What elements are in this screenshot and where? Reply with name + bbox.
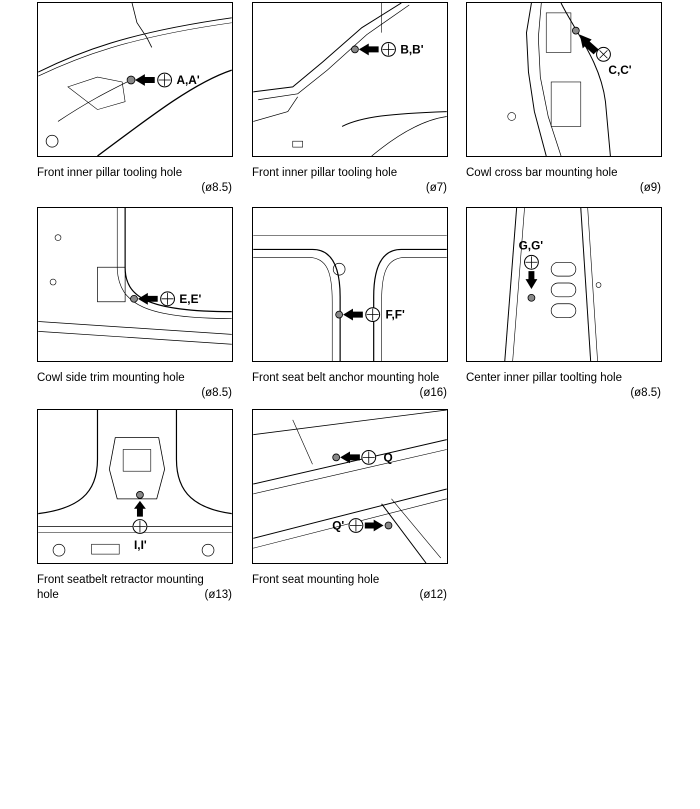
caption-e: Cowl side trim mounting hole <box>37 372 185 384</box>
label-q: Q <box>384 450 393 464</box>
caption-g: Center inner pillar toolting hole <box>466 372 622 384</box>
caption-c: Cowl cross bar mounting hole <box>466 167 618 179</box>
diameter-b: (ø7) <box>425 182 447 194</box>
diagram-i: I,I' <box>37 409 233 564</box>
diameter-i: (ø13) <box>204 589 232 601</box>
label-i: I,I' <box>134 538 147 552</box>
label-a: A,A' <box>176 73 199 87</box>
caption-i-line2: hole <box>37 589 59 601</box>
label-c: C,C' <box>608 63 631 77</box>
diameter-c: (ø9) <box>639 182 661 194</box>
label-q-prime: Q' <box>332 518 344 532</box>
diameter-g: (ø8.5) <box>630 387 661 399</box>
retractor-drawing-i: I,I' <box>38 410 232 557</box>
cowl-drawing-e: E,E' <box>38 208 232 345</box>
diameter-e: (ø8.5) <box>201 387 232 399</box>
diagram-f: F,F' <box>252 207 448 362</box>
pillar-drawing-b: B,B' <box>253 3 447 156</box>
label-g: G,G' <box>519 238 544 252</box>
diagram-g: G,G' <box>466 207 662 362</box>
label-b: B,B' <box>400 42 423 56</box>
diameter-f: (ø16) <box>419 387 447 399</box>
seat-floor-drawing-q: Q Q' <box>253 410 447 563</box>
caption-f: Front seat belt anchor mounting hole <box>252 372 440 384</box>
diameter-q: (ø12) <box>419 589 447 601</box>
caption-b: Front inner pillar tooling hole <box>252 167 398 179</box>
diagram-a: A,A' <box>37 2 233 157</box>
diagram-e: E,E' <box>37 207 233 362</box>
diagram-b: B,B' <box>252 2 448 157</box>
label-e: E,E' <box>179 292 201 306</box>
caption-i-line1: Front seatbelt retractor mounting <box>37 574 204 586</box>
pillar-drawing-g: G,G' <box>504 208 602 361</box>
cowl-drawing-c: C,C' <box>507 3 632 156</box>
diagram-q: Q Q' <box>252 409 448 564</box>
anchor-drawing-f: F,F' <box>253 235 447 361</box>
label-f: F,F' <box>386 308 405 322</box>
diameter-a: (ø8.5) <box>201 182 232 194</box>
caption-q: Front seat mounting hole <box>252 574 380 586</box>
diagram-c: C,C' <box>466 2 662 157</box>
pillar-drawing-a: A,A' <box>38 3 232 156</box>
caption-a: Front inner pillar tooling hole <box>37 167 183 179</box>
